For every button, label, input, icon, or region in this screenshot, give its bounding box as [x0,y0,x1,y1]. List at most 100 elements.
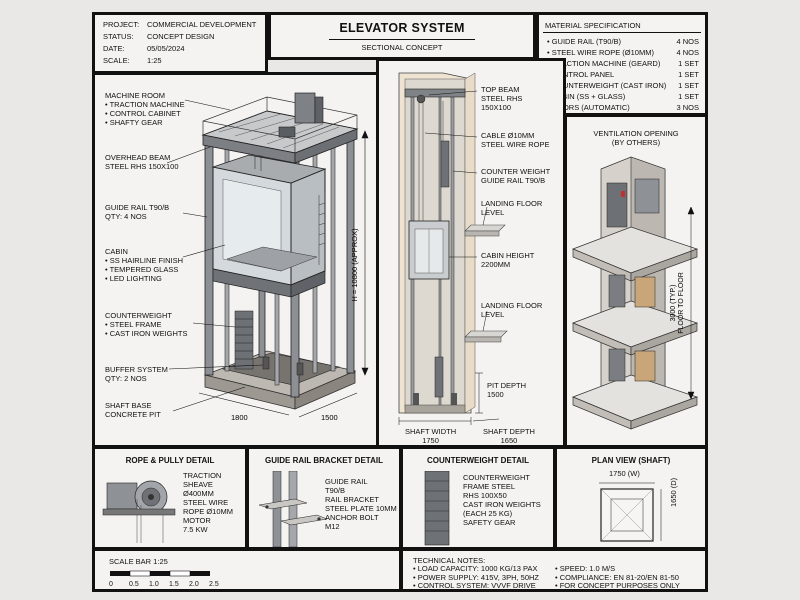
spec-item-qty: 1 SET [678,81,699,90]
spec-item-name: • COUNTERWEIGHT (CAST IRON) [547,81,667,90]
text-line: ANCHOR BOLT [325,513,379,522]
text-line: COUNTERWEIGHT [463,473,530,482]
spec-item-qty: 4 NOS [676,37,699,46]
text-line: • FOR CONCEPT PURPOSES ONLY [555,581,680,590]
text-line: STEEL WIRE ROPE [481,140,550,149]
text-line: 1500 [487,390,504,399]
text-line: SHAFT BASE [105,401,152,410]
scale-bar-graphic [110,570,210,577]
text-line: • POWER SUPPLY: 415V, 3PH, 50Hz [413,572,540,582]
spec-row: • STEEL WIRE ROPE (Ø10mm)4 NOS [547,47,699,58]
technical-notes-heading: TECHNICAL NOTES: [413,556,486,565]
text-line: • SS HAIRLINE FINISH [105,256,184,265]
cw-detail-title: COUNTERWEIGHT DETAIL [427,456,529,465]
plan-view-panel: PLAN VIEW (SHAFT) 1750 (W) 1650 (D) [554,446,708,550]
technical-notes-left: • LOAD CAPACITY: 1000 KG/13 PAX• POWER S… [413,564,540,591]
text-line: Ø400mm [183,489,214,498]
scale-tick: 1.5 [169,581,179,588]
rope-detail-title: ROPE & PULLY DETAIL [125,456,215,465]
page-subtitle: SECTIONAL CONCEPT [361,43,443,52]
scale-tick: 1.0 [149,581,159,588]
text-line: FRAME STEEL [463,482,516,491]
material-spec-list: • GUIDE RAIL (T90/B)4 NOS• STEEL WIRE RO… [547,36,699,113]
text-line: OVERHEAD BEAM [105,153,171,162]
spec-row: • DOORS (AUTOMATIC)3 NOS [547,102,699,113]
text-line: CAST IRON WEIGHTS [463,500,541,509]
text-line: MOTOR [183,516,211,525]
label-cabin-height: CABIN HEIGHT2200mm [481,251,534,269]
text-line: (BY OTHERS) [611,138,661,147]
spec-item-qty: 1 SET [678,59,699,68]
status-value: CONCEPT DESIGN [147,32,215,41]
text-line: SHAFT WIDTH [405,427,457,436]
scale-tick: 0.5 [129,581,139,588]
status-label: STATUS: [103,32,134,41]
scale-value: 1:25 [147,56,162,65]
label-cable: CABLE Ø10mmSTEEL WIRE ROPE [481,131,550,149]
text-line: ROPE Ø10mm [183,507,234,516]
scale-bar-label: SCALE BAR 1:25 [109,557,168,566]
spec-item-name: • CONTROL PANEL [547,70,615,79]
scale-tick: 2.0 [189,581,199,588]
label-cabin: CABIN• SS HAIRLINE FINISH• TEMPERED GLAS… [105,247,183,283]
date-label: DATE: [103,44,125,53]
text-line: • TEMPERED GLASS [105,265,179,274]
title-panel: ELEVATOR SYSTEM SECTIONAL CONCEPT [268,12,536,60]
text-line: 2200mm [481,260,511,269]
text-line: STEEL PLATE 10mm [325,504,397,513]
text-line: • LED LIGHTING [105,274,162,283]
text-line: COUNTERWEIGHT [105,311,172,320]
text-line: M12 [325,522,340,531]
dimension-1800: 1800 [231,413,248,422]
text-line: LEVEL [481,208,505,217]
text-line: 1750 [422,436,439,445]
height-dimension: H = 10800 (APPROX) [350,228,359,302]
text-line: CABIN HEIGHT [481,251,535,260]
project-value: COMMERCIAL DEVELOPMENT [147,20,257,29]
text-line: LEVEL [481,310,505,319]
floor-to-floor-value: 3000 (TYP.) [670,285,677,322]
title-underline [329,39,475,40]
project-info-panel: PROJECT: COMMERCIAL DEVELOPMENT STATUS: … [92,12,268,74]
spec-item-name: • STEEL WIRE ROPE (Ø10mm) [547,48,654,57]
shaft-plan-drawing [599,482,662,542]
text-line: CABIN [105,247,128,256]
building-view-panel: VENTILATION OPENING(BY OTHERS) [564,114,708,448]
traction-sheave-drawing [102,480,176,543]
spec-item-qty: 1 SET [678,92,699,101]
text-line: • LOAD CAPACITY: 1000 KG/13 PAX [413,564,538,573]
text-line: CABLE Ø10mm [481,131,535,140]
text-line: T90/B [325,486,346,495]
text-line: STEEL RHS [481,94,523,103]
text-line: 150x100 [481,103,512,112]
text-line: BUFFER SYSTEM [105,365,168,374]
text-line: TOP BEAM [481,85,520,94]
date-value: 05/05/2024 [147,44,185,53]
text-line: • TRACTION MACHINE [105,100,185,109]
text-line: • SHAFTY GEAR [105,118,163,127]
floor-to-floor-label: FLOOR TO FLOOR [678,272,685,334]
spec-row: • CABIN (SS + GLASS)1 SET [547,91,699,102]
text-line: QTY: 2 NOS [105,374,147,383]
rail-bracket-drawing [259,471,328,547]
spec-row: • GUIDE RAIL (T90/B)4 NOS [547,36,699,47]
scale-tick: 0 [109,581,113,588]
text-line: STEEL WIRE [183,498,229,507]
text-line: • CONTROL CABINET [105,109,181,118]
text-line: GUIDE RAIL [325,477,368,486]
text-line: • CONTROL SYSTEM: VVVF DRIVE [413,581,536,590]
spec-row: • COUNTERWEIGHT (CAST IRON) 1 SET [547,80,699,91]
